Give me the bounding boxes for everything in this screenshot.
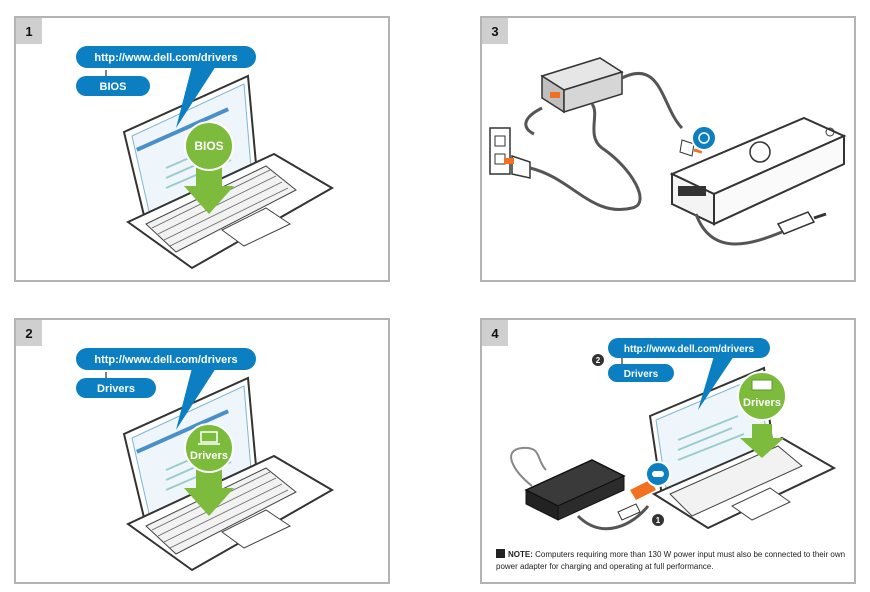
url-label: http://www.dell.com/drivers (94, 354, 237, 366)
step-number-1: 1 (16, 18, 42, 44)
badge-label: BIOS (194, 139, 223, 153)
step-number-2: 2 (16, 320, 42, 346)
power-adapter-icon (540, 57, 624, 114)
sub-label: Drivers (97, 383, 135, 395)
panel-step-2: 2 http://www.dell.com/drivers Drivers (14, 318, 390, 584)
callout-2 (592, 354, 604, 366)
dock-power-illustration (489, 57, 847, 246)
sub-pill (608, 364, 674, 382)
sub-label: BIOS (100, 81, 127, 93)
laptop-icon (122, 376, 334, 572)
bios-badge (184, 121, 234, 171)
step-number-3: 3 (482, 18, 508, 44)
sub-pill (76, 378, 156, 398)
sub-pill (76, 76, 150, 96)
sub-label: Drivers (624, 369, 659, 380)
panel-step-1: 1 http://www.dell.com/drivers B (14, 16, 390, 282)
note-label: NOTE: (508, 550, 533, 559)
badge-label: Drivers (190, 450, 228, 462)
url-label: http://www.dell.com/drivers (624, 344, 755, 355)
url-pill (608, 338, 770, 358)
note-text: NOTE: Computers requiring more than 130 … (496, 549, 856, 573)
dock-icon (669, 116, 847, 226)
wall-outlet-icon (489, 127, 511, 175)
laptop-bios-illustration: http://www.dell.com/drivers BIOS BIOS (76, 46, 334, 270)
step-number-4: 4 (482, 320, 508, 346)
url-pill (76, 348, 256, 370)
panel-step-3: 3 (480, 16, 856, 282)
url-pill (76, 46, 256, 68)
dock-laptop-illustration: 1 2 http://www.dell.com/drivers Drivers … (510, 338, 837, 531)
panel-step-4: 4 1 2 (480, 318, 856, 584)
usb-c-icon (776, 211, 827, 235)
laptop-icon (198, 431, 220, 445)
drivers-badge (737, 371, 787, 421)
note-icon (496, 549, 505, 558)
note-body: Computers requiring more than 130 W powe… (496, 550, 846, 571)
laptop-drivers-illustration: http://www.dell.com/drivers Drivers Driv… (76, 348, 334, 572)
badge-label: Drivers (743, 397, 781, 409)
callout-2-label: 2 (596, 356, 601, 365)
power-port-callout (691, 125, 717, 151)
laptop-icon (122, 74, 334, 270)
dock-icon (524, 459, 626, 521)
url-label: http://www.dell.com/drivers (94, 52, 237, 64)
callout-1-label: 1 (656, 516, 661, 525)
callout-1 (652, 514, 664, 526)
drivers-badge (184, 423, 234, 473)
